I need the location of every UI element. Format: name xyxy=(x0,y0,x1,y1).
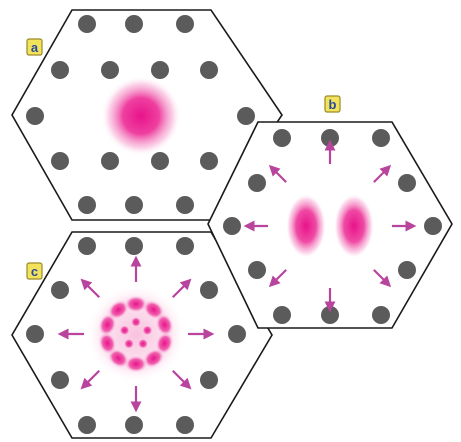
mode-lobe-left xyxy=(286,194,326,258)
atom xyxy=(151,61,169,79)
atom xyxy=(51,152,69,170)
atom xyxy=(248,261,266,279)
atom xyxy=(200,281,218,299)
mode-lobe-inner xyxy=(131,317,142,328)
atom xyxy=(101,61,119,79)
panel-label-c: c xyxy=(27,263,42,279)
atom xyxy=(51,61,69,79)
mode-lobe-inner xyxy=(119,325,130,336)
atom xyxy=(78,15,96,33)
atom xyxy=(125,15,143,33)
atom xyxy=(273,306,291,324)
atom xyxy=(398,174,416,192)
mode-profile-a xyxy=(101,76,181,156)
atom xyxy=(248,174,266,192)
atom xyxy=(101,152,119,170)
atom xyxy=(372,129,390,147)
atom xyxy=(125,196,143,214)
panel-label-b: b xyxy=(325,96,340,112)
mode-profile-c xyxy=(86,284,186,384)
mode-lobe-inner xyxy=(138,338,149,349)
atom xyxy=(51,371,69,389)
mode-lobe-inner xyxy=(142,325,153,336)
atom xyxy=(125,416,143,434)
atom xyxy=(424,217,442,235)
atom xyxy=(372,306,390,324)
atom xyxy=(78,237,96,255)
atom xyxy=(200,371,218,389)
label-text-b: b xyxy=(329,97,337,112)
atom xyxy=(26,325,44,343)
label-text-a: a xyxy=(31,40,39,55)
atom xyxy=(321,306,339,324)
panel-b xyxy=(208,122,452,328)
atom xyxy=(223,217,241,235)
atom xyxy=(237,107,255,125)
atom xyxy=(398,261,416,279)
panel-label-a: a xyxy=(27,39,42,55)
mode-lobe-right xyxy=(334,194,374,258)
atom xyxy=(273,129,291,147)
atom xyxy=(176,196,194,214)
mode-lobe-inner xyxy=(123,338,134,349)
atom xyxy=(151,152,169,170)
atom xyxy=(176,237,194,255)
atom xyxy=(176,15,194,33)
label-text-c: c xyxy=(31,264,38,279)
mode-lobe xyxy=(101,76,181,156)
atom xyxy=(51,281,69,299)
atom xyxy=(200,152,218,170)
atom xyxy=(78,416,96,434)
atom xyxy=(26,107,44,125)
atom xyxy=(228,325,246,343)
atom xyxy=(200,61,218,79)
atom xyxy=(176,416,194,434)
atom xyxy=(78,196,96,214)
atom xyxy=(125,237,143,255)
